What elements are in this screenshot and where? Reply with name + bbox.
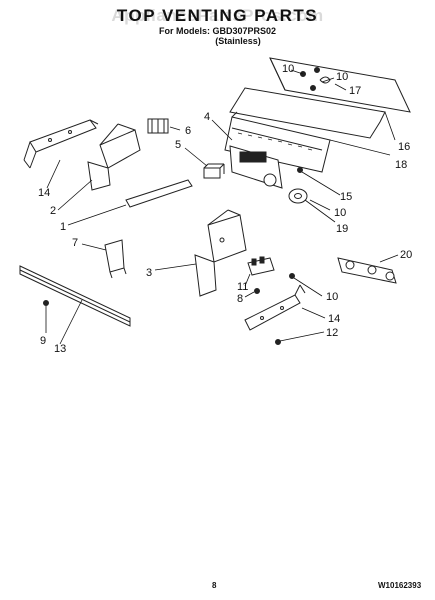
- part-6-connector: [147, 118, 169, 134]
- callout-10b: 10: [336, 71, 348, 83]
- callout-12: 12: [326, 327, 338, 339]
- screw-group-mid: [254, 273, 295, 294]
- callout-1: 1: [60, 221, 66, 233]
- part-16-top-cover: [269, 57, 411, 113]
- part-9-screw: [43, 300, 49, 306]
- part-11-terminal-block: [247, 256, 275, 276]
- part-15-screw: [297, 167, 303, 173]
- part-19-gasket: [288, 188, 308, 204]
- callout-9: 9: [40, 335, 46, 347]
- callout-10c: 10: [334, 207, 346, 219]
- callout-2: 2: [50, 205, 56, 217]
- callout-3: 3: [146, 267, 152, 279]
- callout-19: 19: [336, 223, 348, 235]
- page-number: 8: [212, 581, 217, 590]
- part-20-roller-rail: [337, 257, 397, 284]
- callout-4: 4: [204, 111, 210, 123]
- part-1-strip: [125, 179, 193, 208]
- callout-15: 15: [340, 191, 352, 203]
- callout-18: 18: [395, 159, 407, 171]
- callout-14b: 14: [328, 313, 340, 325]
- callout-16: 16: [398, 141, 410, 153]
- part-13-long-rail: [19, 265, 131, 327]
- part-18-vent-plate: [229, 87, 386, 139]
- part-4-vent-duct: [224, 111, 331, 173]
- callout-17: 17: [349, 85, 361, 97]
- callout-7: 7: [72, 237, 78, 249]
- document-number: W10162393: [378, 581, 422, 590]
- callout-10a: 10: [282, 63, 294, 75]
- callout-10d: 10: [326, 291, 338, 303]
- callout-14a: 14: [38, 187, 50, 199]
- part-17-spring: [319, 76, 331, 84]
- screw-group-top: [300, 67, 320, 91]
- callout-6: 6: [185, 125, 191, 137]
- callout-5: 5: [175, 139, 181, 151]
- part-5-block: [203, 163, 225, 179]
- part-2-duct-elbow: [87, 123, 141, 191]
- leader-lines: [45, 69, 399, 345]
- part-4-blower-motor: [229, 145, 283, 189]
- part-12-screw: [275, 339, 281, 345]
- part-3-duct: [194, 209, 247, 297]
- part-14-right-bracket: [244, 284, 306, 331]
- part-14-left-bracket: [23, 119, 99, 169]
- models-line: For Models: GBD307PRS02: [158, 26, 277, 36]
- diagram-title: TOP VENTING PARTS: [116, 6, 319, 25]
- callout-13: 13: [54, 343, 66, 355]
- callout-11: 11: [237, 281, 248, 293]
- part-7-bracket: [104, 239, 127, 279]
- callout-8: 8: [237, 293, 243, 305]
- finish-note: (Stainless): [215, 36, 261, 46]
- callout-labels: 10 10 17 16 18 4 6 5 14 2 1 15 10 19 7 3…: [38, 63, 412, 355]
- callout-20: 20: [400, 249, 412, 261]
